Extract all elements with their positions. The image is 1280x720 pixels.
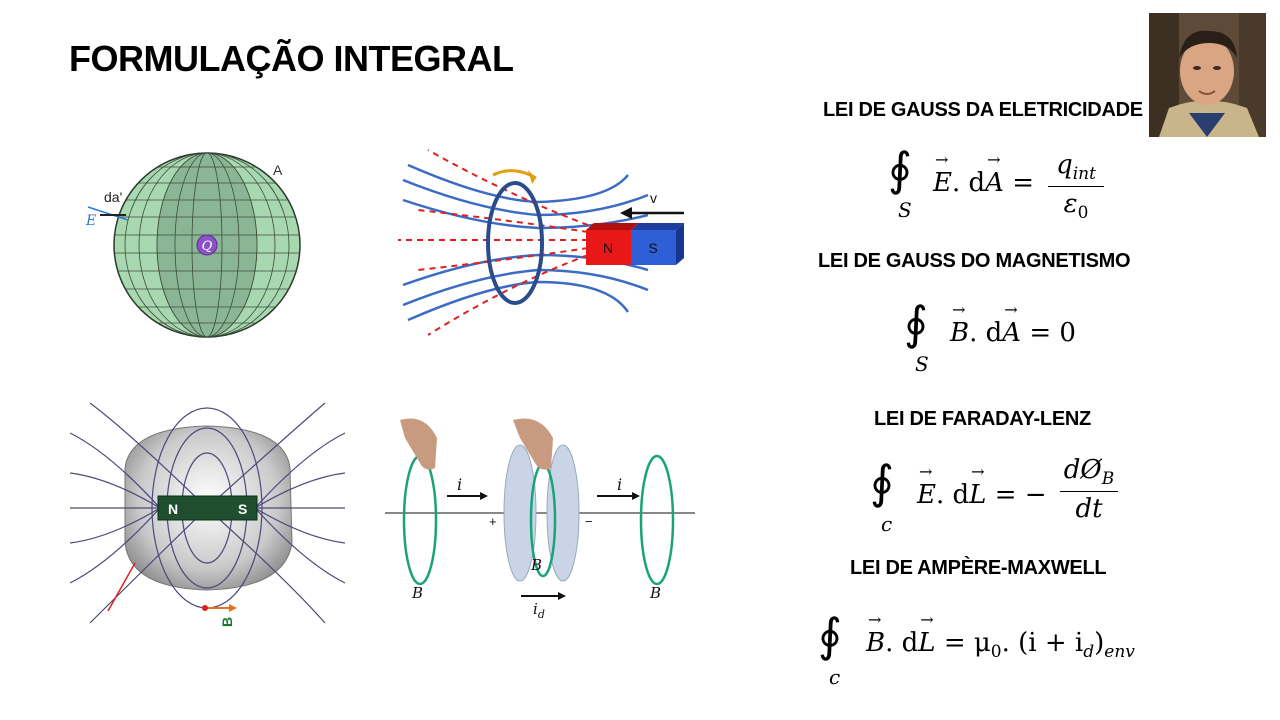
denominator: dt xyxy=(1075,494,1103,525)
contour-integral-symbol: ∮ xyxy=(888,142,912,196)
vector-E: E xyxy=(917,462,936,510)
current-label-left: i xyxy=(457,475,462,494)
numerator: q xyxy=(1056,150,1073,180)
vector-L: L xyxy=(969,462,986,510)
vector-L: L xyxy=(918,610,935,658)
faraday-figure: N S v xyxy=(398,149,684,336)
charge-label: Q xyxy=(202,239,213,254)
denominator: ε xyxy=(1063,189,1078,220)
gauss-sphere-figure: Q A da' E xyxy=(85,152,301,338)
vector-A: A xyxy=(985,150,1004,198)
law-heading-gauss-magnetic: LEI DE GAUSS DO MAGNETISMO xyxy=(818,250,1131,272)
magnet-south-label: S xyxy=(648,240,657,256)
magnet-north-label: N xyxy=(603,240,613,256)
plus-sign: + xyxy=(489,514,497,529)
numerator-sub: B xyxy=(1101,469,1115,490)
contour-integral-symbol: ∮ xyxy=(818,608,842,662)
rhs-paren: ) xyxy=(1094,628,1105,658)
area-element-label: da' xyxy=(104,189,122,205)
integral-subscript: S xyxy=(898,198,912,222)
contour-integral-symbol: ∮ xyxy=(904,296,928,350)
dot-d: . d xyxy=(951,168,986,198)
rhs-mu-sub: 0 xyxy=(990,642,1002,663)
vector-E: E xyxy=(933,150,952,198)
rhs-mu: = μ xyxy=(943,628,991,658)
current-label-right: i xyxy=(617,475,622,494)
field-label-right: B xyxy=(649,584,661,602)
webcam-overlay xyxy=(1149,13,1266,137)
displacement-current-label: id xyxy=(533,600,545,621)
dot-d: . d xyxy=(935,480,970,510)
integral-subscript: c xyxy=(829,665,841,689)
law-heading-faraday: LEI DE FARADAY-LENZ xyxy=(874,408,1091,430)
law-heading-gauss-electric: LEI DE GAUSS DA ELETRICIDADE xyxy=(823,99,1143,121)
field-label-center: B xyxy=(530,556,542,574)
field-label: B xyxy=(219,617,235,627)
rhs-current-sub: d xyxy=(1083,642,1095,663)
bar-magnet-field-figure: N S B xyxy=(70,402,345,627)
vector-B: B xyxy=(866,610,885,658)
law-heading-ampere: LEI DE AMPÈRE-MAXWELL xyxy=(850,557,1107,579)
integral-subscript: c xyxy=(881,512,893,536)
rhs-current: . (i + i xyxy=(1001,628,1084,658)
numerator-sub: int xyxy=(1072,164,1096,185)
dot-d: . d xyxy=(885,628,919,658)
minus-sign: − xyxy=(585,514,593,529)
slide-title: FORMULAÇÃO INTEGRAL xyxy=(69,38,514,79)
surface-label: A xyxy=(273,162,283,178)
contour-integral-symbol: ∮ xyxy=(870,455,894,509)
vector-A: A xyxy=(1002,300,1021,348)
field-label: E xyxy=(85,213,96,229)
ampere-maxwell-figure: i i + − B B B id xyxy=(385,418,695,621)
field-label-left: B xyxy=(411,584,423,602)
dot-d: . d xyxy=(969,318,1003,348)
numerator: dØ xyxy=(1063,455,1102,485)
rhs-env-sub: env xyxy=(1104,642,1135,663)
magnet-north-label: N xyxy=(168,501,178,517)
integral-subscript: S xyxy=(915,352,929,376)
vector-B: B xyxy=(950,300,969,348)
rhs: = 0 xyxy=(1029,318,1076,348)
equals: = xyxy=(1012,168,1035,198)
magnet-south-label: S xyxy=(238,501,247,517)
rhs-prefix: = − xyxy=(994,480,1047,510)
velocity-label: v xyxy=(650,190,657,206)
denominator-sub: 0 xyxy=(1077,203,1089,224)
